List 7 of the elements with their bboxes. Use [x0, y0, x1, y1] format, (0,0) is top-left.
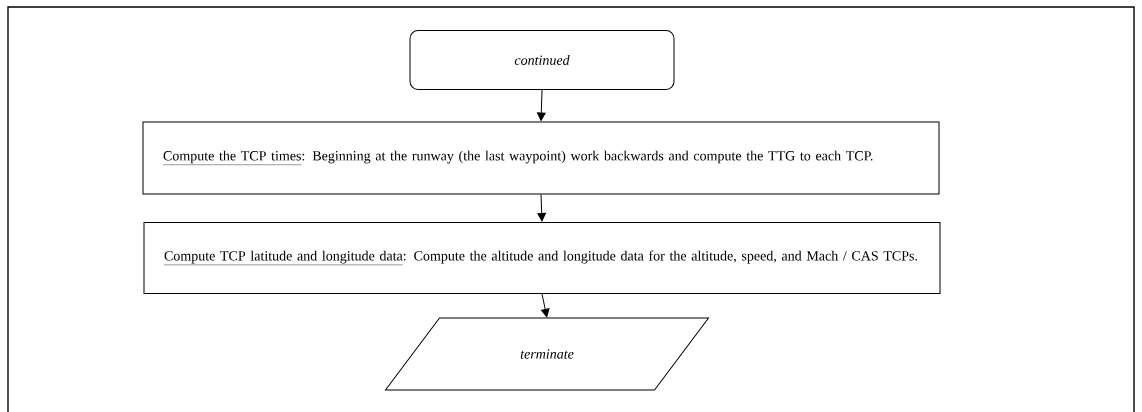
- arrow: [541, 293, 550, 318]
- arrow: [537, 194, 546, 222]
- arrow: [536, 89, 546, 121]
- process-box: Compute TCP latitude and longitude data: Compute the altitude and longitude data for the altitude, speed, and Mach / CAS TCPs.: [143, 222, 941, 294]
- io-parallelogram: terminate: [385, 317, 709, 391]
- process-box: Compute the TCP times: Beginning at the runway (the last waypoint) work backwards and compute the TTG to each TCP.: [142, 121, 940, 195]
- terminal-box: continued: [409, 30, 675, 90]
